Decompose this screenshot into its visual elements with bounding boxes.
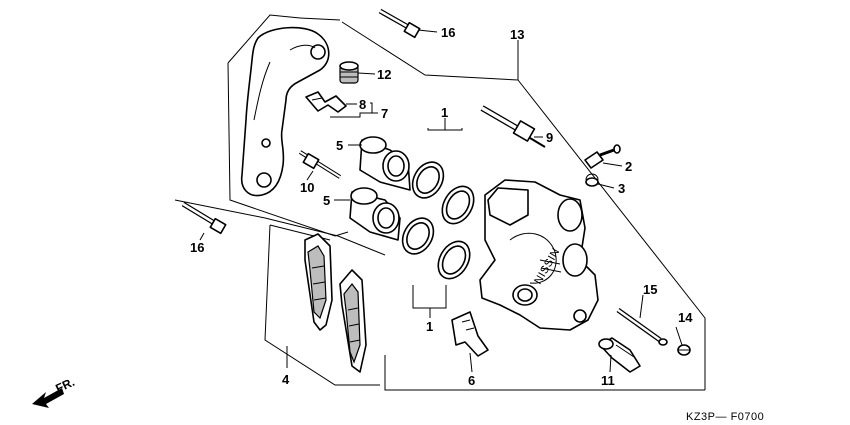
direction-label: FR. [53,375,76,396]
callout-1-top: 1 [441,105,448,120]
bolt-16-lower [181,201,227,235]
boot-12 [339,61,359,84]
bleed-screw-2 [584,144,621,169]
callout-2: 2 [625,159,632,174]
callout-12: 12 [377,67,391,82]
callout-8: 8 [359,97,366,112]
bleed-cap-3 [585,173,599,187]
callout-4: 4 [282,372,290,387]
callout-11: 11 [601,373,615,388]
leader-lines [199,29,683,373]
brake-pad-left [304,233,333,331]
callout-16-bottom: 16 [190,240,204,255]
pad-pin-15 [616,307,668,346]
callout-14: 14 [678,310,693,325]
caliper-body: NISSIN [479,179,599,331]
slide-pin-10 [298,150,342,179]
callout-15: 15 [643,282,657,297]
callout-10: 10 [300,180,314,195]
callout-5-top: 5 [336,138,343,153]
piston-seals-1 [401,161,475,280]
slide-pin-9 [480,105,546,148]
callout-5-bottom: 5 [323,193,330,208]
front-direction-arrow: FR. [32,375,77,408]
piston-5-upper [359,136,411,191]
callout-13: 13 [510,27,524,42]
piston-5-lower [349,187,401,241]
callout-3: 3 [618,181,625,196]
callout-9: 9 [546,130,553,145]
assembly-outline [174,14,706,391]
callout-7: 7 [381,106,388,121]
callout-labels: 16 13 12 8 7 1 9 5 2 3 10 5 16 15 14 1 4… [190,25,693,388]
callout-1-bottom: 1 [426,319,433,334]
brake-pad-right [339,269,367,373]
diagram-code: KZ3P— F0700 [686,411,764,423]
boot-11 [598,337,641,373]
plug-14 [677,344,691,356]
pad-spring-6 [451,311,489,357]
caliper-bracket [240,26,330,197]
callout-6: 6 [468,373,475,388]
callout-16-top: 16 [441,25,455,40]
pad-clip-8 [305,91,347,113]
bolt-16-top [378,8,421,39]
